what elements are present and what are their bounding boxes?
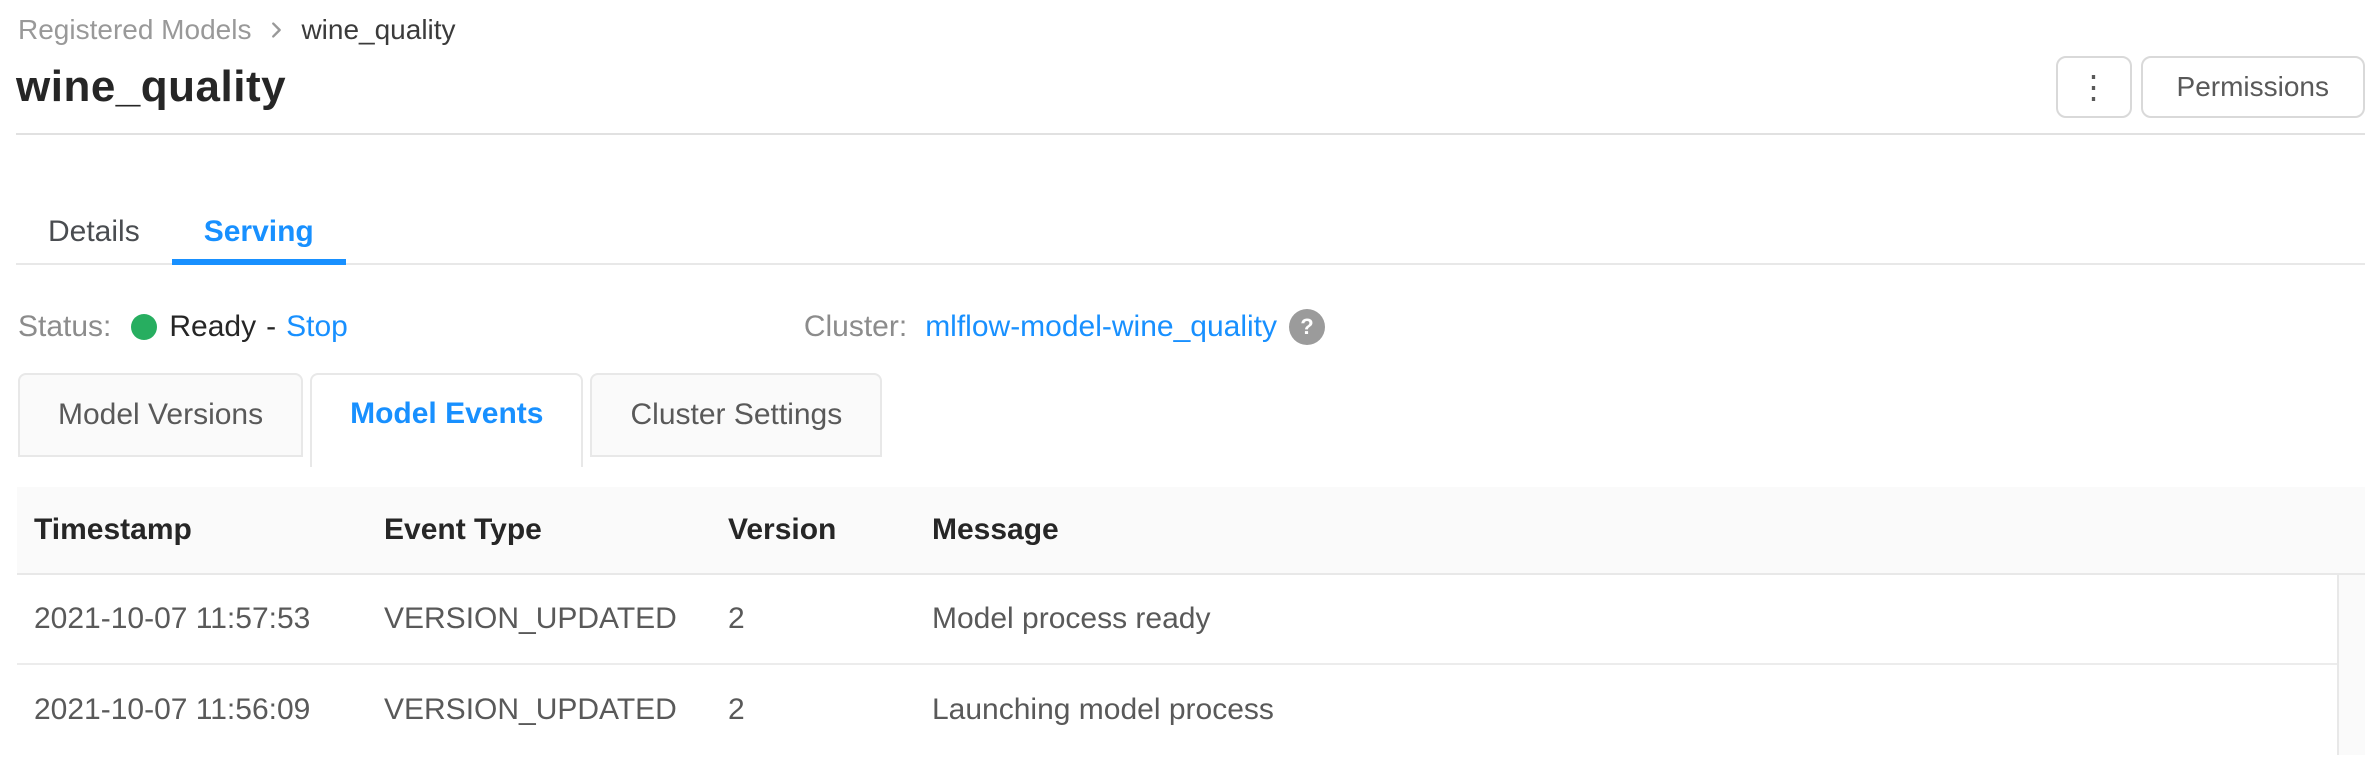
subtab-model-versions[interactable]: Model Versions xyxy=(18,373,304,457)
subtab-model-events[interactable]: Model Events xyxy=(310,373,584,467)
model-events-table: Timestamp Event Type Version Message 202… xyxy=(17,487,2365,755)
main-tabbar: Details Serving xyxy=(16,191,2365,265)
table-row: 2021-10-07 11:57:53 VERSION_UPDATED 2 Mo… xyxy=(17,575,2337,665)
tab-details[interactable]: Details xyxy=(48,215,140,248)
cell-event-type: VERSION_UPDATED xyxy=(384,693,677,726)
table-row: 2021-10-07 11:56:09 VERSION_UPDATED 2 La… xyxy=(17,665,2337,755)
col-header-timestamp: Timestamp xyxy=(34,513,192,546)
col-header-version: Version xyxy=(728,513,837,546)
cluster-label: Cluster: xyxy=(803,310,908,343)
page-header: wine_quality ⋮ Permissions xyxy=(16,56,2365,118)
cell-event-type: VERSION_UPDATED xyxy=(384,602,677,635)
breadcrumb-current: wine_quality xyxy=(301,14,456,45)
cell-timestamp: 2021-10-07 11:57:53 xyxy=(34,602,311,635)
kebab-menu-button[interactable]: ⋮ xyxy=(2055,56,2132,118)
breadcrumb-registered-models-link[interactable]: Registered Models xyxy=(18,14,252,45)
header-divider xyxy=(16,133,2365,135)
subtab-cluster-settings[interactable]: Cluster Settings xyxy=(590,373,883,457)
status-ready-dot-icon xyxy=(131,314,158,340)
table-header-row: Timestamp Event Type Version Message xyxy=(17,487,2365,575)
status-value: Ready xyxy=(169,310,257,343)
stop-serving-link[interactable]: Stop xyxy=(286,310,348,343)
col-header-message: Message xyxy=(932,513,1059,546)
col-header-event-type: Event Type xyxy=(384,513,542,546)
serving-subtabs: Model Versions Model Events Cluster Sett… xyxy=(16,373,2365,467)
cluster-link[interactable]: mlflow-model-wine_quality xyxy=(925,310,1277,343)
table-scrollbar[interactable] xyxy=(2337,575,2365,755)
cell-message: Model process ready xyxy=(932,602,1211,635)
page-title: wine_quality xyxy=(16,62,287,111)
cell-version: 2 xyxy=(728,602,745,635)
status-label: Status: xyxy=(18,310,112,343)
table-body: 2021-10-07 11:57:53 VERSION_UPDATED 2 Mo… xyxy=(17,575,2365,755)
status-separator: - xyxy=(266,310,277,343)
header-actions: ⋮ Permissions xyxy=(2055,56,2365,118)
kebab-icon: ⋮ xyxy=(2077,69,2110,105)
table-rows: 2021-10-07 11:57:53 VERSION_UPDATED 2 Mo… xyxy=(17,575,2337,755)
breadcrumb: Registered Models wine_quality xyxy=(16,10,2365,50)
cell-version: 2 xyxy=(728,693,745,726)
help-icon[interactable]: ? xyxy=(1288,309,1325,345)
cluster-group: Cluster: mlflow-model-wine_quality ? xyxy=(804,309,1325,345)
tab-serving[interactable]: Serving xyxy=(171,191,346,265)
status-row: Status: Ready - Stop Cluster: mlflow-mod… xyxy=(16,309,2365,345)
chevron-right-icon xyxy=(265,19,287,41)
cell-timestamp: 2021-10-07 11:56:09 xyxy=(34,693,311,726)
cell-message: Launching model process xyxy=(932,693,1274,726)
permissions-button[interactable]: Permissions xyxy=(2140,56,2365,118)
